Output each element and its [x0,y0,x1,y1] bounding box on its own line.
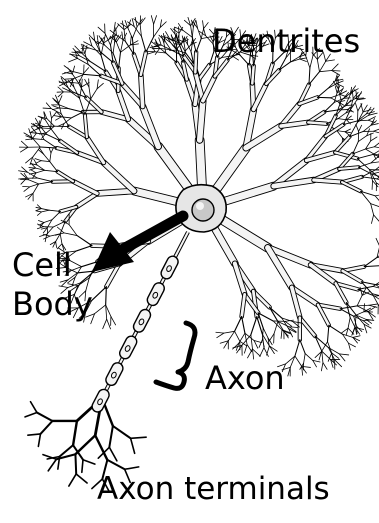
cell-body-label-line2: Body [12,285,93,323]
nucleus [192,199,214,221]
cell-body [176,185,226,232]
dendrite-branches [18,16,379,492]
axon-terminals-label: Axon terminals [97,471,330,507]
dendrites-label: Dentrites [212,22,360,60]
cell-body-label-line1: Cell [12,246,72,284]
axon-brace-icon [156,323,195,388]
axon-label: Axon [205,359,285,397]
